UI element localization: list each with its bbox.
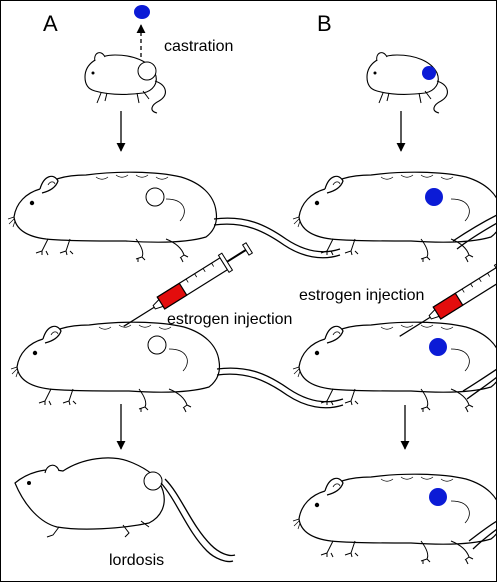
pup-a-testis-outline [137, 61, 157, 81]
rat-b-injected [292, 321, 496, 413]
lordosis-label: lordosis [109, 552, 165, 569]
removed-testis [134, 5, 150, 19]
rat-a-injected [10, 321, 344, 413]
pup-b-testis [422, 66, 436, 80]
syringe-b [393, 248, 496, 346]
estrogen-injection-label-a: estrogen injection [167, 311, 293, 328]
panel-label-b: B [317, 11, 332, 36]
rat-a-lordosis [14, 457, 236, 563]
pup-b [366, 52, 448, 114]
castration-label: castration [164, 38, 234, 55]
pup-a [84, 52, 166, 114]
syringe-a [117, 238, 256, 336]
rat-a-adult [7, 171, 341, 263]
rat-b-adult [292, 171, 496, 263]
panel-label-a: A [43, 11, 58, 36]
estrogen-injection-label-b: estrogen injection [299, 287, 425, 304]
rat-b-final [292, 473, 496, 565]
